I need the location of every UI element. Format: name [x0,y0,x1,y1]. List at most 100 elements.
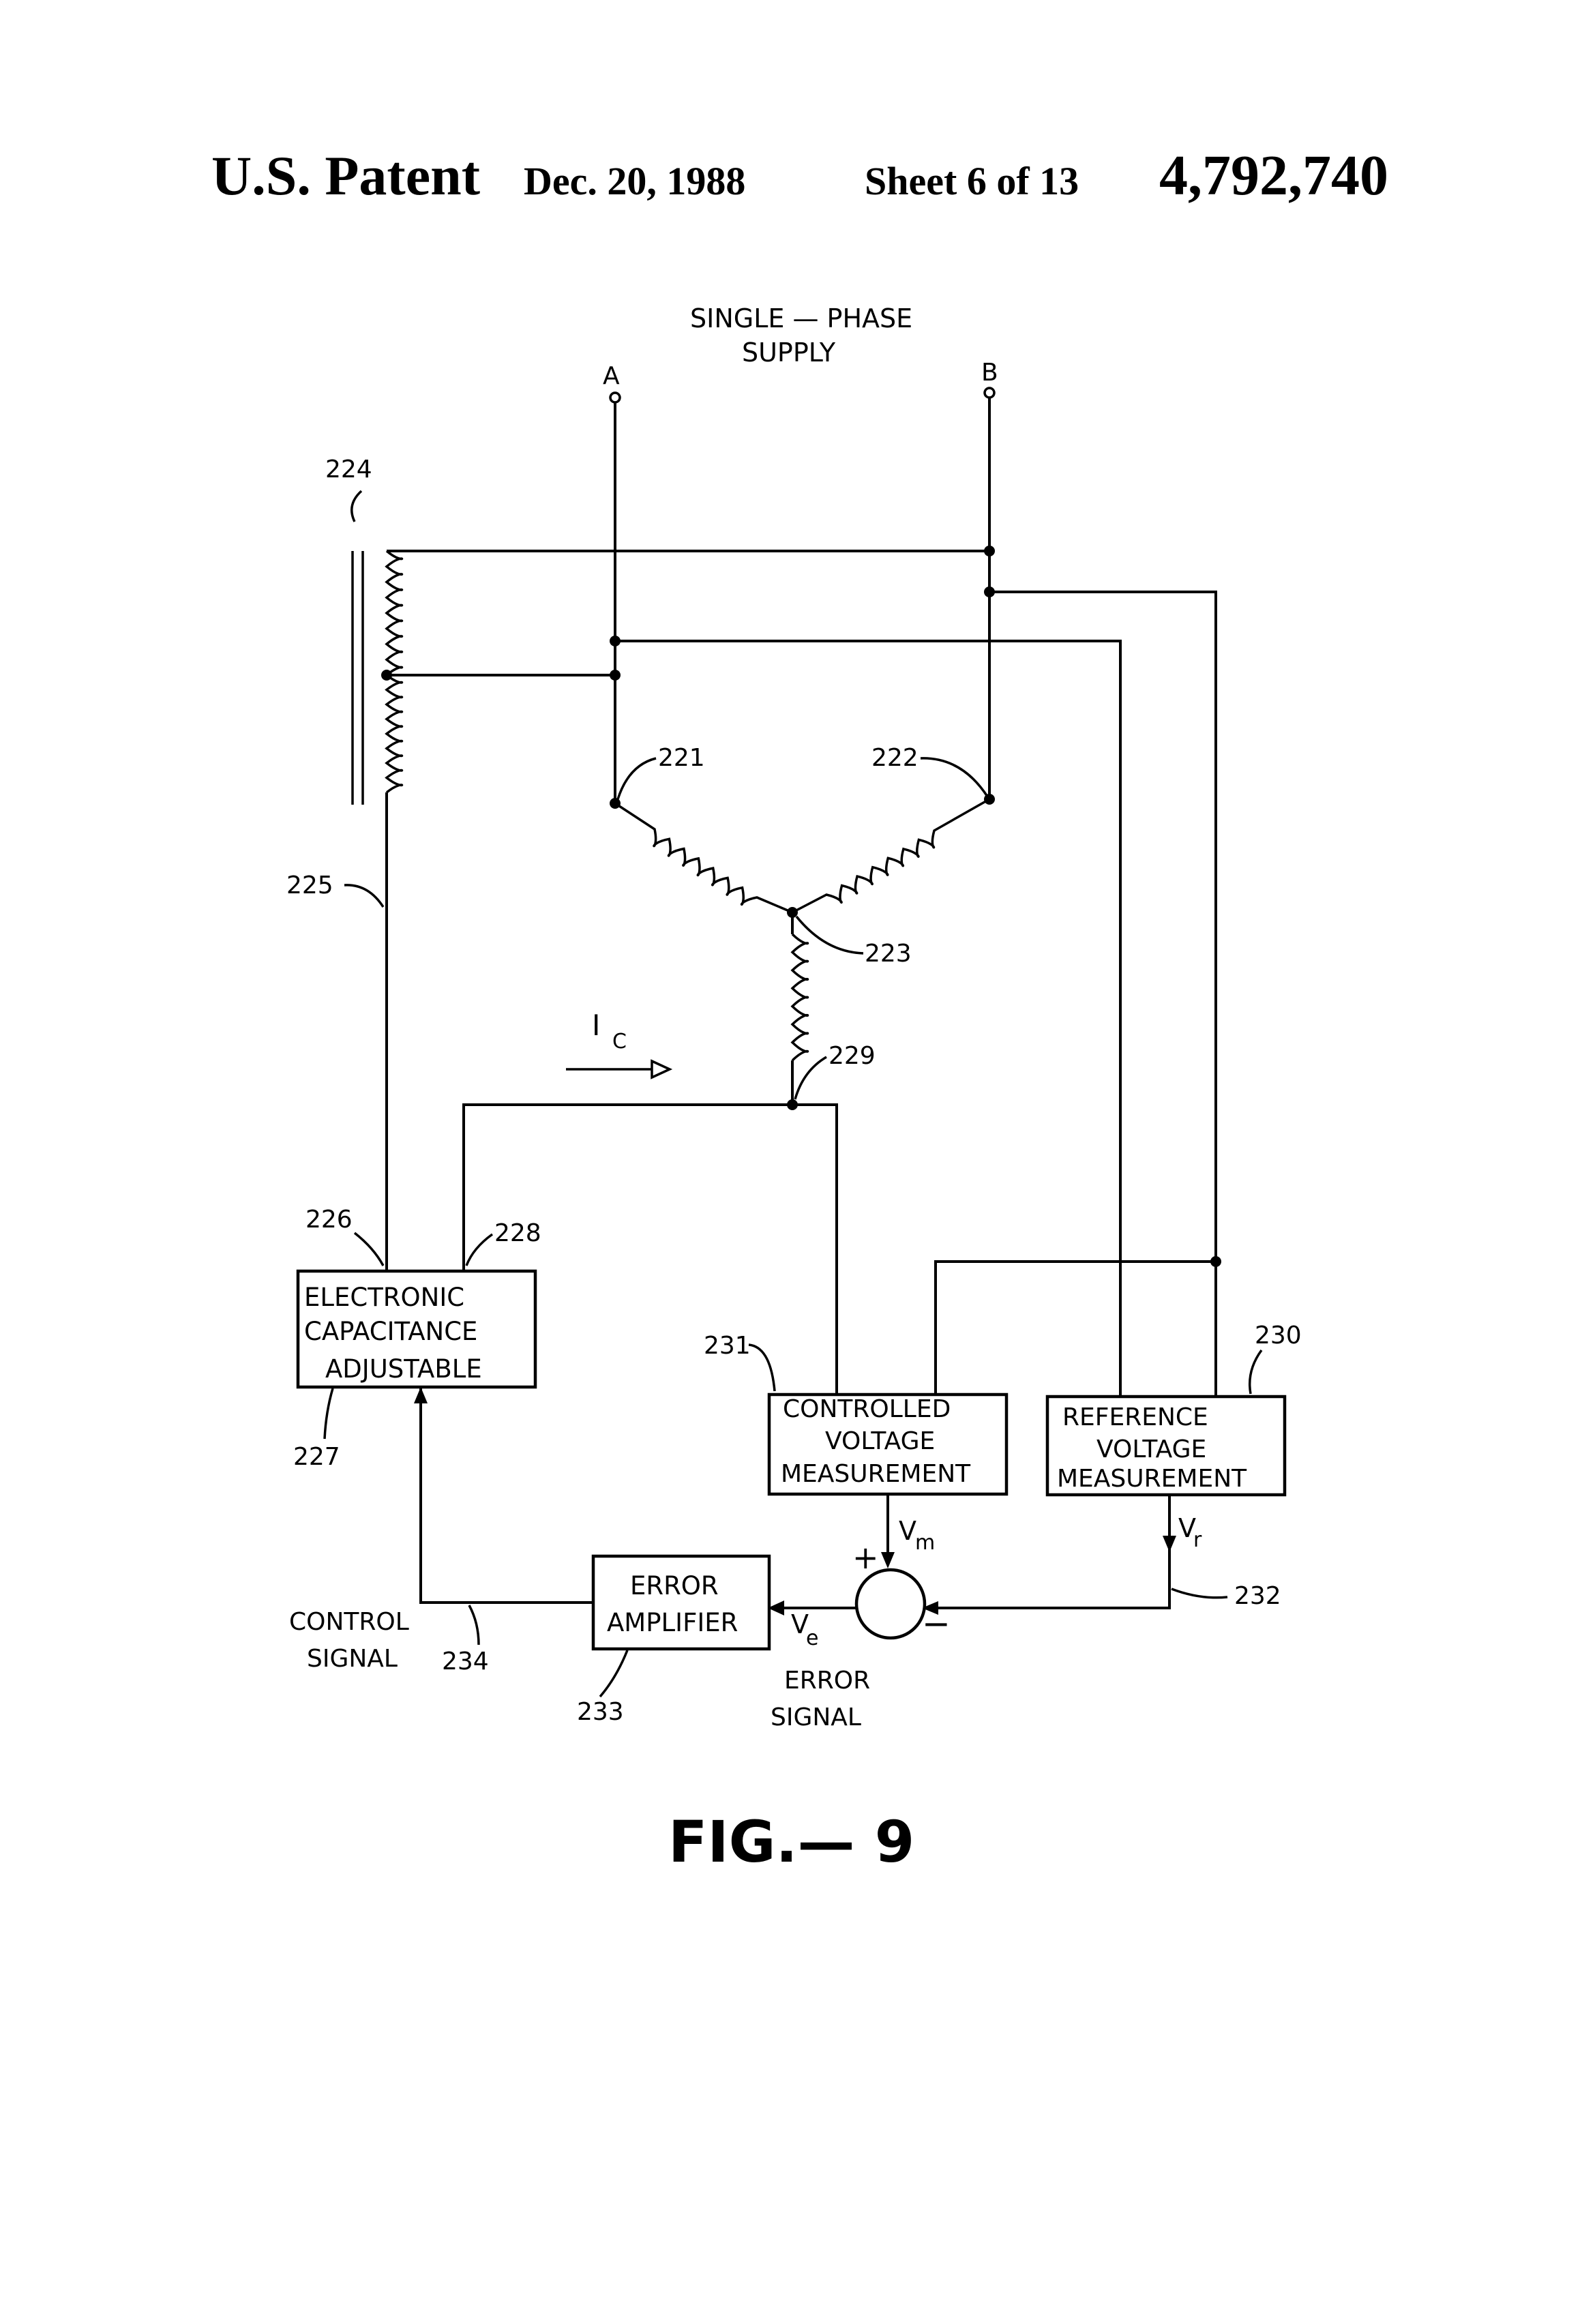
wire-229-to-228 [462,1103,792,1270]
node-223 [787,907,798,918]
node-b-ref [984,586,995,597]
ve-symbol: V [791,1609,809,1639]
patent-date: Dec. 20, 1988 [524,159,745,203]
current-ic: I C [566,1009,673,1079]
leader-226 [353,1232,385,1266]
block-capacitance: ELECTRONIC CAPACITANCE ADJUSTABLE [296,1269,537,1389]
transformer-winding [385,550,404,794]
ref-221: 221 [658,744,705,772]
controlled-line-3: MEASUREMENT [781,1460,971,1488]
ref-226: 226 [305,1206,353,1234]
node-ref-tap [1210,1256,1221,1267]
reference-numerals: 224 221 222 223 225 229 226 228 227 231 … [286,456,1302,1726]
patent-header: U.S. Patent Dec. 20, 1988 Sheet 6 of 13 … [211,144,1388,207]
ref-233: 233 [577,1698,624,1726]
arrow-minus-input [922,1601,938,1615]
terminal-a-label: A [603,362,620,390]
ref-227: 227 [293,1443,340,1471]
current-arrow-head [651,1059,673,1079]
leader-228 [465,1233,494,1266]
winding-229 [790,933,809,1062]
node-221 [610,798,621,809]
star-windings [614,798,990,1062]
leader-225 [344,884,385,908]
current-symbol: I [592,1009,600,1042]
reference-box [1045,1395,1287,1497]
error-signal-line-2: SIGNAL [771,1703,861,1731]
leader-227 [323,1388,334,1440]
leader-222 [920,757,989,797]
node-a-ref [610,636,621,646]
arrow-vr [1163,1536,1176,1552]
controlled-line-1: CONTROLLED [783,1395,951,1423]
wire-vr [927,1495,1171,1609]
capacitance-box [296,1269,537,1389]
vr-subscript: r [1193,1528,1202,1552]
supply-line-1: SINGLE — PHASE [690,303,912,333]
patent-number: 4,792,740 [1159,144,1388,207]
block-error-amplifier: ERROR AMPLIFIER [591,1554,771,1651]
leader-231 [748,1343,776,1392]
leader-234 [468,1605,480,1645]
error-amp-line-2: AMPLIFIER [607,1608,738,1637]
ref-224: 224 [325,456,372,483]
patent-label: U.S. Patent [211,145,480,207]
terminal-b-label: B [981,359,998,387]
leader-230 [1248,1349,1263,1395]
reference-line-3: MEASUREMENT [1057,1465,1247,1493]
error-signal-line-1: ERROR [784,1667,870,1695]
control-signal-line-2: SIGNAL [307,1645,398,1673]
summing-circle [854,1568,927,1640]
node-a-tap [610,670,621,681]
ref-222: 222 [871,744,919,772]
error-amp-line-1: ERROR [630,1571,719,1600]
wire-229-to-controlled [792,1103,838,1395]
current-subscript: C [612,1030,627,1054]
arrow-vm [881,1552,895,1568]
controlled-line-2: VOLTAGE [825,1427,935,1455]
junction-dots [610,546,1221,1267]
controlled-box [767,1392,1009,1496]
wire-a-to-reference [615,640,1122,1397]
summing-junction: + − [852,1539,951,1643]
wire-reference-to-controlled [934,1260,1216,1395]
ref-231: 231 [704,1332,751,1360]
ref-234: 234 [442,1648,489,1675]
leader-233 [599,1650,629,1698]
vm-subscript: m [915,1531,935,1555]
signal-labels: V m V r V e CONTROL SIGNAL ERROR SIGNAL [289,1513,1202,1731]
summing-plus: + [852,1539,879,1576]
ve-subscript: e [806,1626,818,1650]
leader-229 [794,1056,827,1100]
leader-224 [350,490,363,522]
leader-223 [795,915,864,955]
ref-225: 225 [286,872,333,899]
wire-b-to-reference [989,591,1217,1397]
vr-symbol: V [1178,1513,1196,1543]
transformer-224 [351,550,404,805]
summing-minus: − [922,1604,951,1643]
reference-line-1: REFERENCE [1062,1403,1208,1431]
capacitance-line-1: ELECTRONIC [304,1283,464,1312]
block-controlled-measurement: CONTROLLED VOLTAGE MEASUREMENT [767,1392,1009,1496]
node-229 [787,1099,798,1110]
ref-232: 232 [1234,1582,1281,1610]
ref-223: 223 [865,940,912,968]
supply-line-2: SUPPLY [742,338,836,368]
control-signal-line-1: CONTROL [289,1608,409,1636]
ref-230: 230 [1255,1322,1302,1350]
arrow-ve [768,1600,784,1615]
capacitance-line-2: CAPACITANCE [304,1317,477,1346]
wire-234 [419,1388,592,1604]
terminal-b [983,387,996,399]
leader-221 [616,757,657,800]
supply-label: SINGLE — PHASE SUPPLY A B [603,303,998,404]
winding-222 [792,798,990,914]
block-reference-measurement: REFERENCE VOLTAGE MEASUREMENT [1045,1395,1287,1497]
ref-229: 229 [829,1042,876,1070]
arrow-control [414,1387,428,1403]
terminal-a [609,391,621,404]
figure-label: FIG.— 9 [668,1808,914,1875]
capacitance-line-3: ADJUSTABLE [325,1354,482,1384]
